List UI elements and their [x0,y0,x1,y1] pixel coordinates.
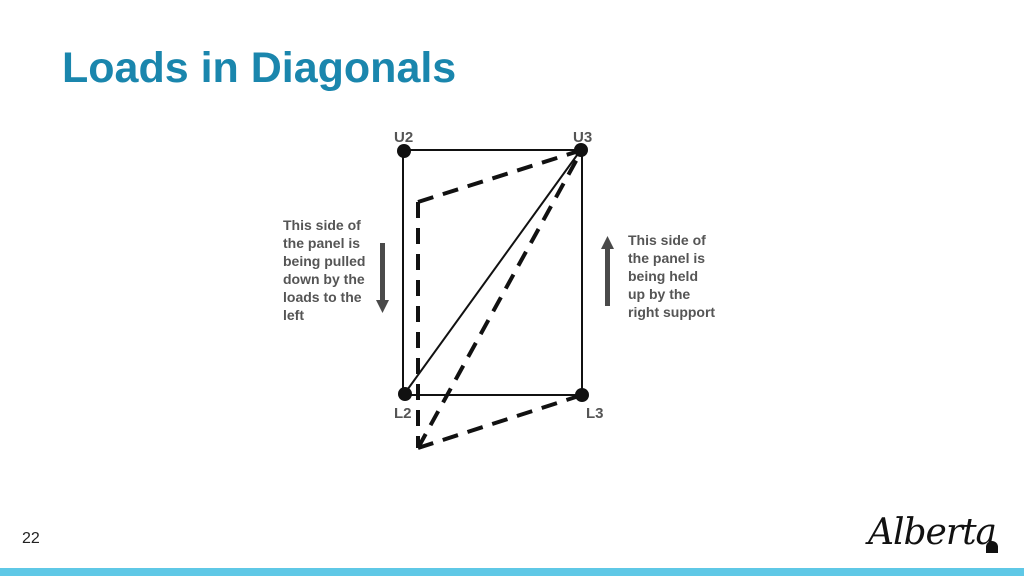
left-note-line: being pulled [283,253,366,269]
deformed-top-chord [417,148,583,204]
joint-u2 [397,144,411,158]
slide-title: Loads in Diagonals [62,44,457,92]
label-l2: L2 [394,405,412,422]
joint-l2 [398,387,412,401]
logo-mark-icon [986,541,998,553]
left-note-line: This side of [283,217,361,233]
deformed-bottom-chord [417,393,583,450]
page-number: 22 [22,530,40,547]
right-note-line: being held [628,268,698,284]
up-arrow [601,236,614,306]
deformed-diagonal [416,149,584,449]
right-note-line: right support [628,304,716,320]
left-note-line: down by the [283,271,365,287]
panel-frame [402,149,583,396]
label-u2: U2 [394,129,413,146]
label-u3: U3 [573,129,592,146]
bottom-accent-bar [0,568,1024,576]
down-arrow [376,243,389,313]
left-note-line: the panel is [283,235,361,251]
left-note-line: left [283,307,304,323]
joint-u3 [574,143,588,157]
right-note-line: This side of [628,232,706,248]
panel-diagonal [404,150,581,394]
joint-l3 [575,388,589,402]
alberta-logo: Alberta [868,512,997,553]
right-note-line: up by the [628,286,691,302]
label-l3: L3 [586,405,604,422]
deformed-panel [416,148,584,450]
left-side-note: This side of the panel is being pulled d… [283,216,365,324]
right-side-note: This side of the panel is being held up … [628,231,715,321]
left-note-line: loads to the [283,289,362,305]
right-note-line: the panel is [628,250,706,266]
